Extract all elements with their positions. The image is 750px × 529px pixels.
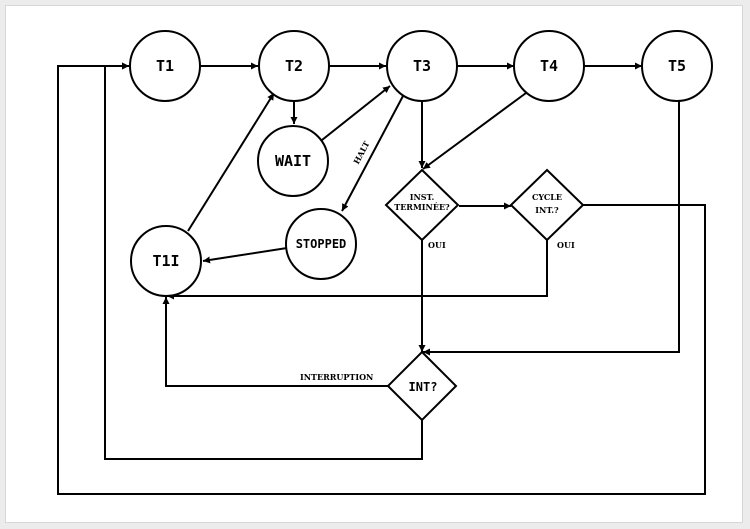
- edge-t1i-t2: [187, 92, 275, 232]
- edge-t5-int: [423, 101, 680, 356]
- edges: [57, 62, 706, 495]
- node-t5: T5: [641, 30, 713, 102]
- node-t4: T4: [513, 30, 585, 102]
- edge-stopped-t1i: [202, 247, 288, 264]
- node-stopped: STOPPED: [285, 208, 357, 280]
- node-t3: T3: [386, 30, 458, 102]
- edge-label-oui-cycle: OUI: [557, 240, 575, 250]
- node-t4-label: T4: [540, 57, 558, 75]
- node-t2-label: T2: [285, 57, 303, 75]
- node-wait: WAIT: [257, 125, 329, 197]
- edge-int-interruption-t1i: [162, 297, 388, 387]
- decision-cycle-line1: CYCLE: [532, 192, 562, 202]
- node-t1-label: T1: [156, 57, 174, 75]
- decision-inst-line2: TERMINÉE?: [394, 202, 450, 212]
- edge-cycle-no-t1: [57, 62, 706, 495]
- node-t1i-label: T1I: [152, 252, 179, 270]
- node-stopped-label: STOPPED: [296, 237, 347, 251]
- edge-wait-t3: [321, 85, 391, 141]
- node-t1: T1: [129, 30, 201, 102]
- decision-inst-terminee: INST. TERMINÉE?: [384, 168, 460, 242]
- decision-cycle-int: CYCLE INT.?: [509, 168, 585, 242]
- node-t1i: T1I: [130, 225, 202, 297]
- decision-int-label: INT?: [409, 380, 438, 394]
- edge-label-interruption: INTERRUPTION: [300, 372, 373, 382]
- decision-int: INT?: [386, 350, 458, 422]
- decision-inst-line1: INST.: [410, 192, 435, 202]
- node-t3-label: T3: [413, 57, 431, 75]
- node-t2: T2: [258, 30, 330, 102]
- edge-t4-inst: [422, 92, 527, 170]
- edge-t3-stopped: [341, 95, 404, 212]
- edge-label-oui-inst: OUI: [428, 240, 446, 250]
- edge-cycle-oui-t1i: [167, 239, 548, 300]
- diagram-frame: [5, 5, 743, 523]
- node-t5-label: T5: [668, 57, 686, 75]
- decision-cycle-line2: INT.?: [535, 205, 559, 215]
- node-wait-label: WAIT: [275, 152, 311, 170]
